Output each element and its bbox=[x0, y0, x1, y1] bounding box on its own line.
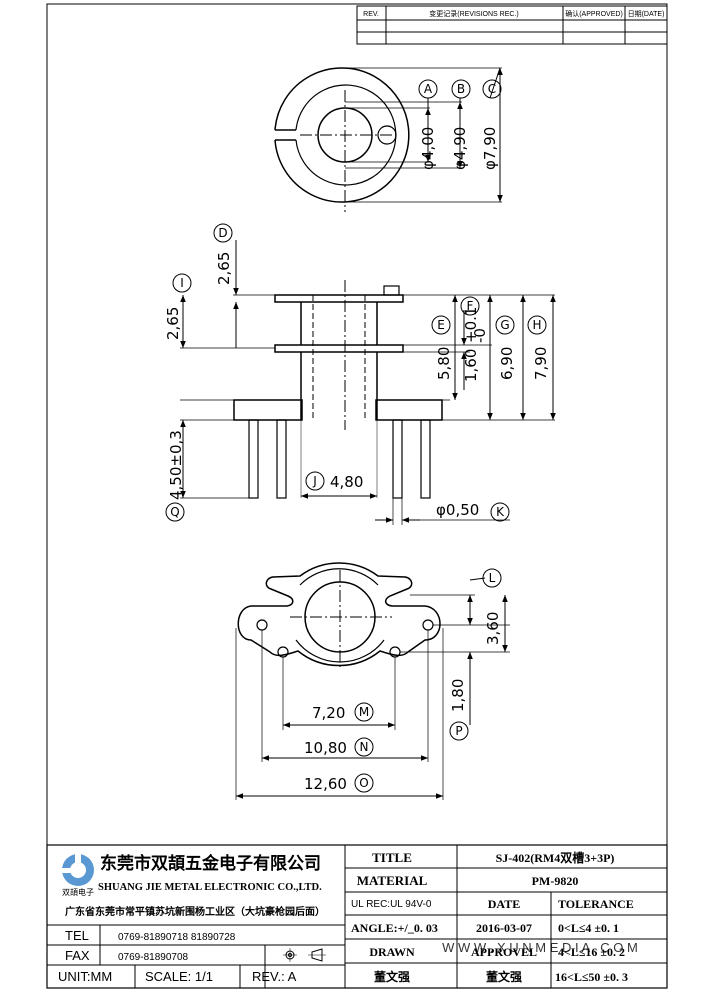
material-label: MATERIAL bbox=[357, 873, 428, 888]
tolerance-1: 0<L≤4 ±0. 1 bbox=[558, 921, 619, 935]
bottom-view: L 3,60 1,80 P 7,20 M 10,80 N 12,60 O bbox=[235, 562, 510, 800]
dim-3-60: 3,60 bbox=[484, 612, 502, 645]
angle-tolerance: ANGLE:+/_0. 03 bbox=[351, 921, 438, 935]
date-value: 2016-03-07 bbox=[476, 921, 532, 935]
approved-header: 确认(APPROVED) bbox=[565, 9, 623, 18]
revision-table: REV. 变更记录(REVISIONS REC.) 确认(APPROVED) 日… bbox=[356, 5, 668, 45]
dim-M: 7,20 bbox=[312, 704, 345, 722]
balloon-M: M bbox=[359, 705, 369, 719]
fax-label: FAX bbox=[65, 948, 90, 963]
dim-I: 2,65 bbox=[164, 307, 182, 340]
projection-symbol-icon bbox=[283, 948, 326, 962]
balloon-K: K bbox=[496, 505, 505, 519]
balloon-D: D bbox=[218, 226, 227, 240]
balloon-L: L bbox=[489, 571, 496, 585]
dim-F-tol-upper: +0.1 bbox=[462, 307, 480, 343]
dim-O: 12,60 bbox=[304, 775, 347, 793]
dim-A: φ4,00 bbox=[419, 127, 437, 170]
balloon-P: P bbox=[455, 724, 462, 738]
balloon-B: B bbox=[457, 82, 465, 96]
scale: SCALE: 1/1 bbox=[145, 969, 213, 984]
fax-value: 0769-81890708 bbox=[118, 952, 189, 963]
dim-N: 10,80 bbox=[304, 739, 347, 757]
title-block: 双頡电子 东莞市双頡五金电子有限公司 SHUANG JIE METAL ELEC… bbox=[46, 844, 668, 989]
dim-H: 7,90 bbox=[532, 347, 550, 380]
balloon-E: E bbox=[437, 318, 445, 332]
dim-B: φ4,90 bbox=[451, 127, 469, 170]
dim-G: 6,90 bbox=[498, 347, 516, 380]
tel-value: 0769-81890718 81890728 bbox=[118, 932, 236, 943]
rev-header: REV. bbox=[363, 11, 379, 18]
dim-C: φ7,90 bbox=[481, 127, 499, 170]
date-label: DATE bbox=[488, 897, 520, 911]
side-view: D I E F G H Q J K 2,65 2,65 5,80 1,60 +0… bbox=[164, 223, 556, 525]
company-name-en: SHUANG JIE METAL ELECTRONIC CO.,LTD. bbox=[98, 882, 322, 893]
top-view: A B C φ4,00 φ4,90 φ7,90 bbox=[274, 67, 503, 212]
balloon-A: A bbox=[424, 82, 433, 96]
balloon-H: H bbox=[532, 318, 541, 332]
approved-by: 董文强 bbox=[486, 969, 522, 984]
approved-label: APPROVEL bbox=[471, 945, 537, 959]
watermark: W W W . X U N M E D I A . C O M bbox=[442, 940, 638, 955]
rev: REV.: A bbox=[252, 969, 297, 984]
dim-D: 2,65 bbox=[215, 252, 233, 285]
company-address: 广东省东莞市常平镇苏坑新围杨工业区（大坑豪枪园后面） bbox=[65, 905, 325, 918]
company-logo: 双頡电子 bbox=[62, 854, 94, 897]
balloon-F: F bbox=[467, 299, 474, 313]
ul-rec: UL REC:UL 94V-0 bbox=[351, 899, 432, 910]
balloon-G: G bbox=[500, 318, 509, 332]
revisions-header: 变更记录(REVISIONS REC.) bbox=[429, 9, 518, 18]
balloon-J: J bbox=[312, 474, 317, 488]
tolerance-3: 16<L≤50 ±0. 3 bbox=[555, 970, 628, 984]
dim-J: 4,80 bbox=[330, 473, 363, 491]
tolerance-2: 4<L≤16 ±0. 2 bbox=[558, 945, 625, 959]
company-name-cn: 东莞市双頡五金电子有限公司 bbox=[100, 853, 321, 873]
title-label: TITLE bbox=[372, 850, 412, 865]
title-value: SJ-402(RM4双槽3+3P) bbox=[496, 850, 615, 865]
material-value: PM-9820 bbox=[532, 874, 579, 888]
dim-E: 5,80 bbox=[435, 347, 453, 380]
logo-text: 双頡电子 bbox=[62, 887, 94, 897]
balloon-I: I bbox=[180, 276, 184, 290]
balloon-C: C bbox=[488, 82, 496, 96]
drawn-label: DRAWN bbox=[369, 945, 415, 959]
balloon-N: N bbox=[360, 740, 369, 754]
balloon-O: O bbox=[359, 776, 368, 790]
date-header: 日期(DATE) bbox=[628, 10, 665, 18]
dim-P: 1,80 bbox=[449, 679, 467, 712]
unit: UNIT:MM bbox=[58, 969, 112, 984]
tel-label: TEL bbox=[65, 928, 89, 943]
dim-F: 1,60 bbox=[462, 349, 480, 382]
dim-Q: 4,50±0,3 bbox=[167, 430, 185, 500]
balloon-Q: Q bbox=[170, 505, 179, 519]
tolerance-label: TOLERANCE bbox=[558, 897, 634, 911]
dim-K: φ0,50 bbox=[436, 501, 479, 519]
drawn-by: 董文强 bbox=[374, 969, 410, 984]
dim-F-tol-lower: -0 bbox=[471, 328, 489, 343]
